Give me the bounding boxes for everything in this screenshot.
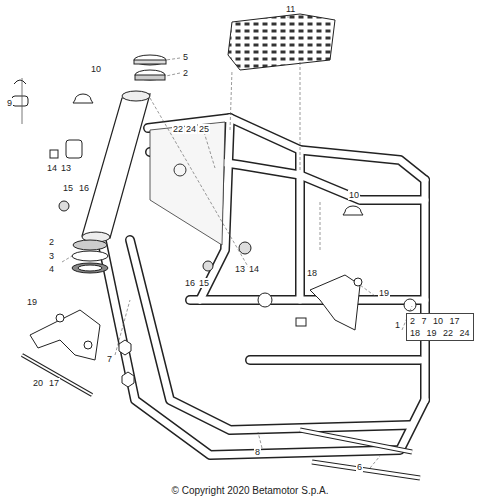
- callout-number: 16: [78, 183, 90, 193]
- callout-number: 17: [48, 378, 60, 388]
- callout-number: 13: [60, 163, 72, 173]
- callout-number: 20: [32, 378, 44, 388]
- callout-number: 11: [285, 4, 296, 14]
- callout-number: 19: [378, 288, 390, 298]
- callout-number: 5: [182, 52, 189, 62]
- callout-number: 9: [6, 98, 13, 108]
- callout-number: 4: [48, 264, 55, 274]
- copyright-caption: © Copyright 2020 Betamotor S.p.A.: [172, 485, 329, 496]
- callout-number: 2: [182, 68, 189, 78]
- callout-number: 10: [90, 64, 102, 74]
- callout-number: 19: [26, 297, 38, 307]
- callout-number: 13: [234, 264, 246, 274]
- callout-number: 16: [184, 278, 196, 288]
- callout-number: 1: [394, 320, 401, 330]
- callout-box: 2 7 10 17 18 19 22 24: [406, 313, 474, 341]
- callout-number: 14: [248, 264, 260, 274]
- callout-number: 22: [172, 124, 184, 134]
- callout-number: 7: [106, 354, 113, 364]
- callout-number: 25: [198, 124, 210, 134]
- callout-number: 6: [356, 462, 363, 472]
- callout-number: 14: [46, 163, 58, 173]
- callout-number: 18: [306, 268, 318, 278]
- callout-number: 2: [48, 237, 55, 247]
- callout-number: 8: [254, 447, 261, 457]
- callout-number: 24: [185, 124, 197, 134]
- callout-number: 10: [348, 190, 360, 200]
- callout-number: 15: [62, 183, 74, 193]
- callout-number: 15: [198, 278, 210, 288]
- callout-number: 3: [48, 251, 55, 261]
- callout-list: 2 7 10 17 18 19 22 24: [407, 314, 473, 340]
